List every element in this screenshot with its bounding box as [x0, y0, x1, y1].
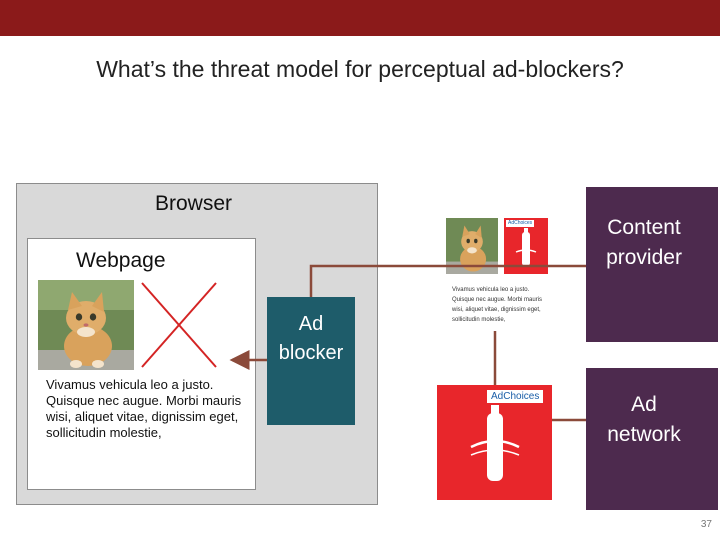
ad-network-line1: Ad — [631, 393, 657, 416]
mini-kitten-image — [446, 218, 498, 274]
cola-bottle-icon — [470, 405, 520, 481]
ad-blocker-label: Ad blocker — [267, 310, 355, 368]
provider-to-blocker-connector — [309, 264, 586, 297]
ad-blocker-label-line2: blocker — [278, 342, 344, 364]
ad-network-box: Ad network — [586, 368, 718, 510]
page-number: 37 — [700, 519, 712, 530]
mini-ad-image: AdChoices — [504, 218, 548, 274]
kitten-photo-icon — [38, 280, 134, 370]
webpage-body-text: Vivamus vehicula leo a justo. Quisque ne… — [46, 377, 242, 440]
ad-network-line2: network — [607, 423, 681, 446]
content-provider-line2: provider — [606, 246, 682, 269]
ad-network-label: Ad network — [586, 390, 702, 450]
ad-image: AdChoices — [437, 385, 552, 500]
content-preview: AdChoices Vivamus vehicula leo a justo. … — [440, 214, 552, 329]
browser-label: Browser — [155, 192, 233, 215]
top-banner — [0, 0, 720, 36]
mini-bottle-icon — [515, 228, 537, 266]
slide-title: What’s the threat model for perceptual a… — [96, 56, 624, 82]
kitten-image — [38, 280, 134, 370]
ad-blocker-box: Ad blocker — [267, 297, 355, 425]
mini-kitten-icon — [446, 218, 498, 274]
blocked-x-icon — [141, 282, 217, 368]
content-preview-text: Vivamus vehicula leo a justo. Quisque ne… — [452, 287, 543, 323]
mini-adchoices-badge: AdChoices — [506, 220, 535, 227]
ad-blocker-label-line1: Ad — [298, 313, 324, 335]
blocked-ad-placeholder — [140, 281, 218, 369]
content-provider-line1: Content — [607, 216, 681, 239]
webpage-label: Webpage — [76, 249, 166, 272]
content-provider-label: Content provider — [586, 213, 702, 273]
adchoices-badge: AdChoices — [487, 390, 544, 403]
content-provider-box: Content provider — [586, 187, 718, 342]
